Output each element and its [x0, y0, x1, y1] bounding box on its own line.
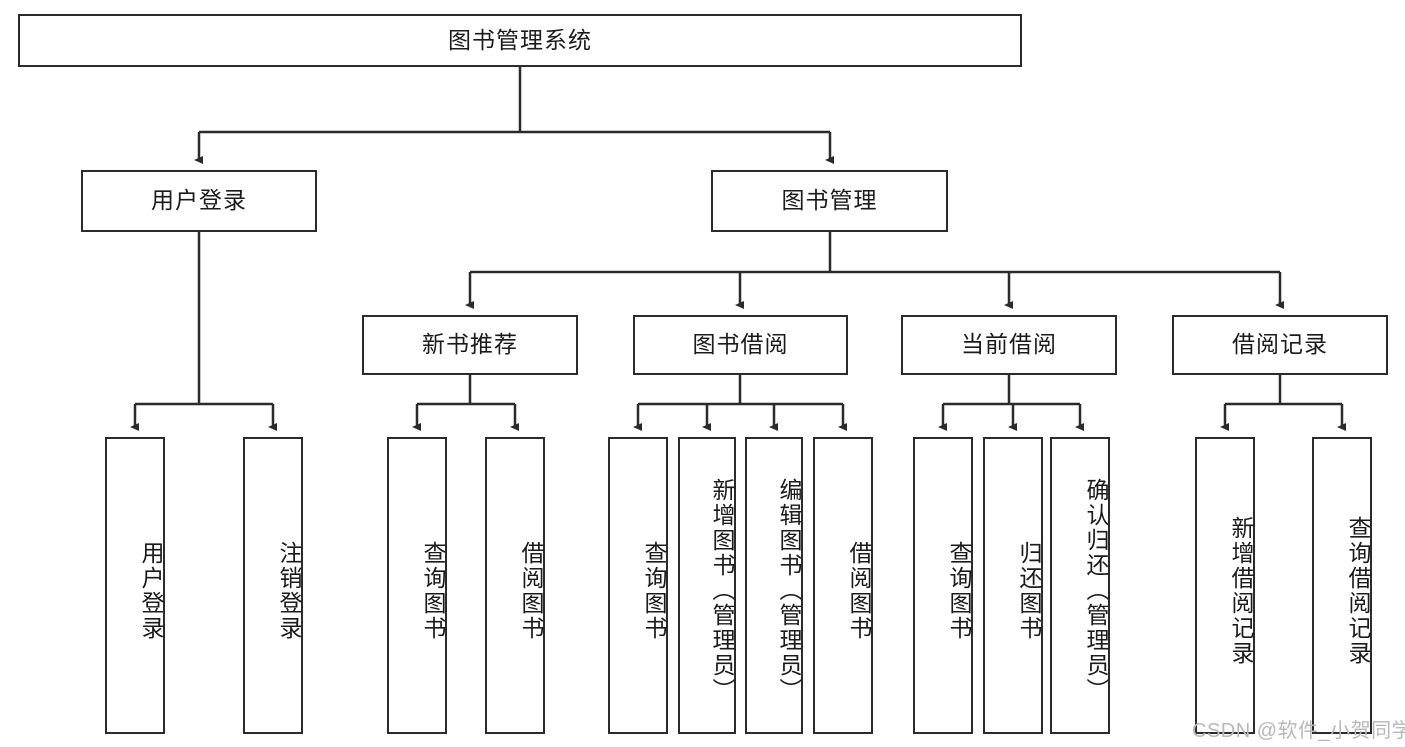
- node-leaf-edit-book-label: 编辑图书（管理员）: [776, 478, 802, 703]
- node-leaf-edit-book[interactable]: 编辑图书（管理员）: [745, 437, 803, 734]
- node-new-book-recommend-label: 新书推荐: [422, 331, 518, 358]
- node-leaf-add-record-label: 新增借阅记录: [1228, 515, 1254, 666]
- node-leaf-confirm-return[interactable]: 确认归还（管理员）: [1050, 437, 1110, 734]
- node-leaf-borrow-book-1[interactable]: 借阅图书: [485, 437, 545, 734]
- node-leaf-borrow-book-2[interactable]: 借阅图书: [813, 437, 873, 734]
- node-leaf-add-book[interactable]: 新增图书（管理员）: [678, 437, 736, 734]
- node-leaf-user-login-label: 用户登录: [138, 540, 164, 641]
- node-leaf-query-book-2-label: 查询图书: [641, 540, 667, 641]
- node-leaf-add-record[interactable]: 新增借阅记录: [1195, 437, 1255, 734]
- node-book-borrow[interactable]: 图书借阅: [633, 315, 848, 375]
- node-leaf-borrow-book-2-label: 借阅图书: [846, 540, 872, 641]
- node-current-borrow-label: 当前借阅: [961, 331, 1057, 358]
- node-leaf-query-record[interactable]: 查询借阅记录: [1312, 437, 1372, 734]
- node-current-borrow[interactable]: 当前借阅: [901, 315, 1117, 375]
- node-user-login[interactable]: 用户登录: [81, 170, 317, 232]
- node-leaf-borrow-book-1-label: 借阅图书: [518, 540, 544, 641]
- node-user-login-label: 用户登录: [151, 187, 247, 214]
- node-leaf-query-book-2[interactable]: 查询图书: [608, 437, 668, 734]
- node-book-manage-label: 图书管理: [781, 187, 878, 214]
- watermark-text: CSDN @软件_小贺同学: [1192, 720, 1405, 742]
- node-leaf-confirm-return-label: 确认归还（管理员）: [1083, 478, 1109, 703]
- node-book-borrow-label: 图书借阅: [692, 331, 789, 358]
- node-borrow-record-label: 借阅记录: [1232, 331, 1328, 358]
- node-leaf-user-login[interactable]: 用户登录: [105, 437, 165, 734]
- node-leaf-query-record-label: 查询借阅记录: [1345, 515, 1371, 666]
- node-new-book-recommend[interactable]: 新书推荐: [362, 315, 578, 375]
- node-leaf-query-book-1[interactable]: 查询图书: [387, 437, 447, 734]
- node-root-label: 图书管理系统: [448, 26, 592, 53]
- node-leaf-logout-label: 注销登录: [276, 540, 302, 641]
- node-leaf-return-book-label: 归还图书: [1016, 540, 1042, 641]
- node-leaf-return-book[interactable]: 归还图书: [983, 437, 1043, 734]
- node-leaf-query-book-3-label: 查询图书: [946, 540, 972, 641]
- node-leaf-add-book-label: 新增图书（管理员）: [709, 478, 735, 703]
- node-book-manage[interactable]: 图书管理: [711, 170, 948, 232]
- node-leaf-logout[interactable]: 注销登录: [243, 437, 303, 734]
- node-root[interactable]: 图书管理系统: [18, 14, 1022, 67]
- node-leaf-query-book-3[interactable]: 查询图书: [913, 437, 973, 734]
- node-borrow-record[interactable]: 借阅记录: [1172, 315, 1388, 375]
- node-leaf-query-book-1-label: 查询图书: [420, 540, 446, 641]
